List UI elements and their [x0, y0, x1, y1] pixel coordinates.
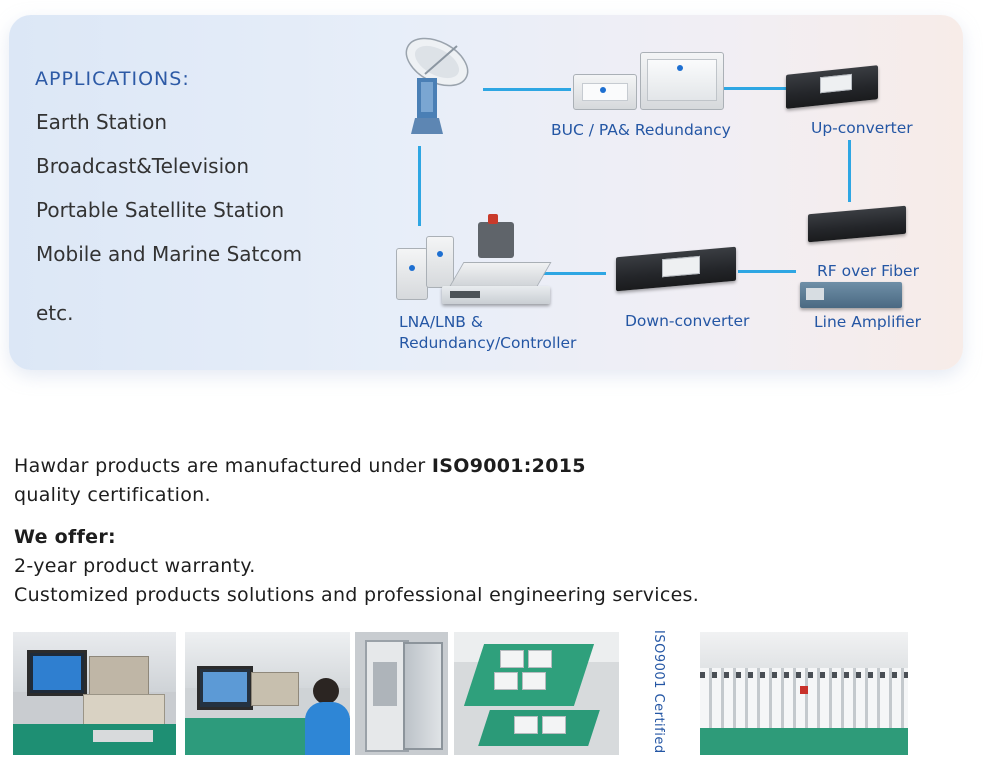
label-buc-pa-redundancy: BUC / PA& Redundancy [551, 121, 731, 139]
applications-title: APPLICATIONS: [35, 68, 190, 90]
label-line-amplifier: Line Amplifier [814, 313, 922, 331]
link-rf-downconverter [738, 270, 796, 273]
photo-equipment-cabinet [355, 632, 448, 755]
label-upconverter: Up-converter [811, 119, 913, 137]
link-antenna-buc [483, 88, 571, 91]
link-lna-antenna [418, 146, 421, 226]
iso-certified-caption: ISO9001 Certified [651, 630, 666, 754]
application-etc: etc. [36, 301, 74, 325]
iso-standard: ISO9001:2015 [431, 455, 586, 477]
photo-production-line [700, 632, 908, 755]
photo-test-bench [13, 632, 176, 755]
pa-redundancy-unit-icon [640, 52, 724, 110]
controller-rack-icon [442, 286, 550, 304]
label-downconverter: Down-converter [625, 312, 750, 330]
offer-services: Customized products solutions and profes… [14, 584, 700, 606]
satellite-antenna-icon [405, 37, 469, 134]
application-mobile-marine: Mobile and Marine Satcom [36, 242, 303, 266]
photo-engineer-workstation [185, 632, 350, 755]
buc-unit-icon [573, 74, 637, 110]
lnb-unit-icon [426, 236, 454, 288]
line-amplifier-rack-icon [800, 282, 902, 308]
application-broadcast: Broadcast&Television [36, 154, 250, 178]
link-upconverter-rf [848, 140, 851, 202]
lna-unit-icon [396, 248, 428, 300]
label-rf-over-fiber: RF over Fiber [817, 262, 919, 280]
quality-statement: Hawdar products are manufactured under I… [14, 455, 586, 477]
photo-product-cart [454, 632, 619, 755]
application-earth-station: Earth Station [36, 110, 168, 134]
quality-statement-line2: quality certification. [14, 484, 211, 506]
offer-warranty: 2-year product warranty. [14, 555, 256, 577]
link-buc-upconverter [724, 87, 788, 90]
application-portable-station: Portable Satellite Station [36, 198, 285, 222]
offer-heading: We offer: [14, 526, 116, 548]
label-redundancy-controller: Redundancy/Controller [399, 334, 577, 352]
label-lna-lnb: LNA/LNB & [399, 313, 483, 331]
redundancy-plate-icon [448, 262, 552, 288]
waveguide-switch-icon [478, 214, 514, 258]
link-downconverter-lna [540, 272, 606, 275]
